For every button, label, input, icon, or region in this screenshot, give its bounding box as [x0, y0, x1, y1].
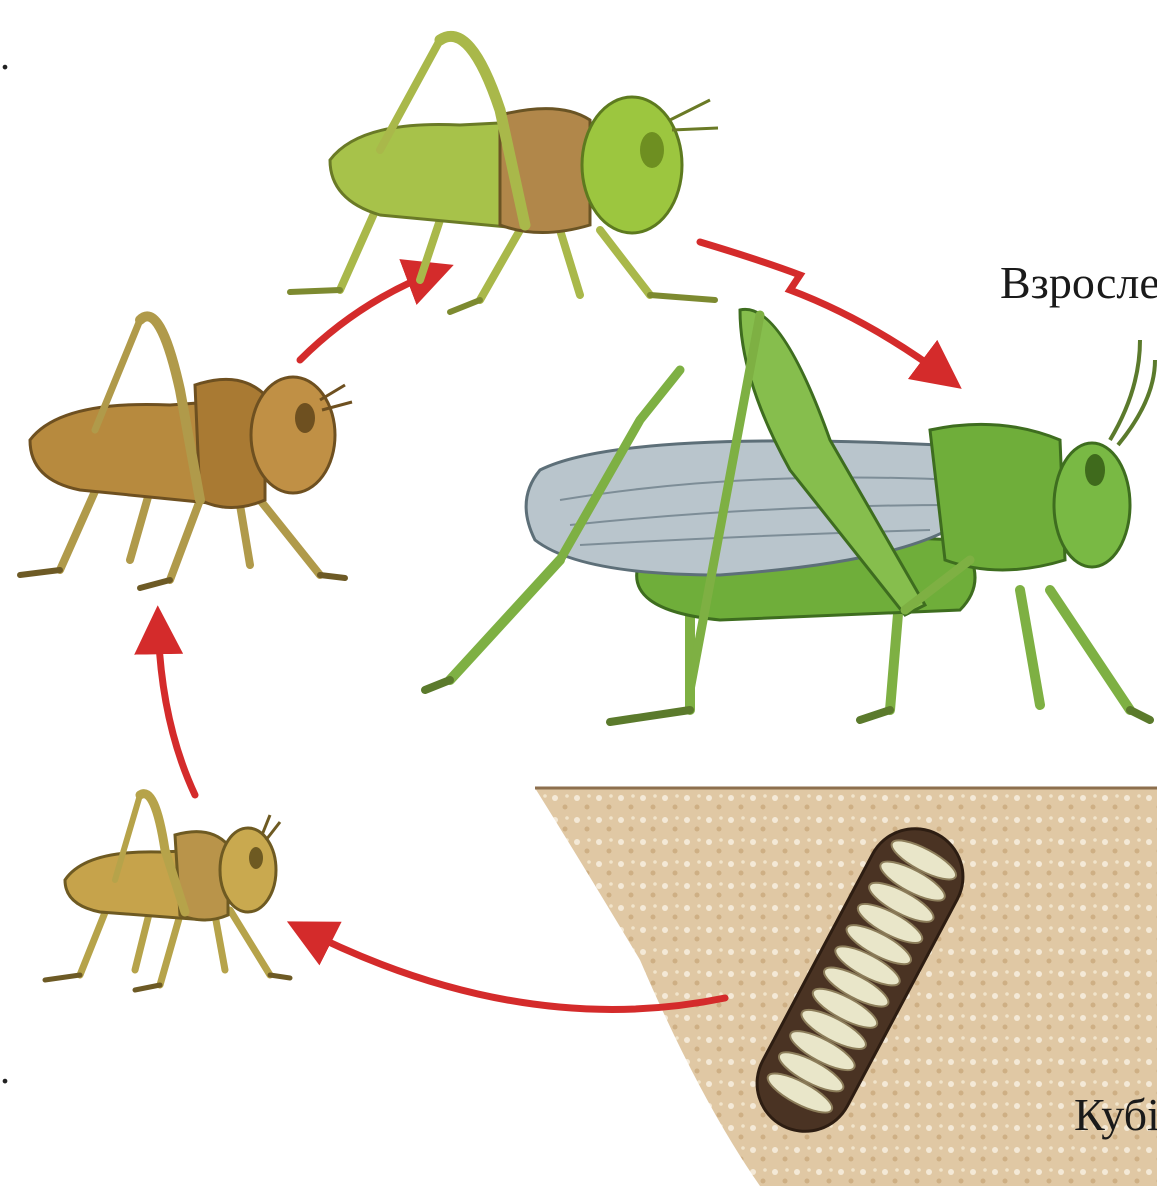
adult-grasshopper — [425, 309, 1155, 722]
label-eggs: Кубі — [1074, 1088, 1157, 1141]
edge-fragment-top: . — [0, 32, 10, 79]
late-nymph — [290, 36, 718, 312]
arrow-nymph1-to-nymph2 — [158, 620, 195, 795]
edge-fragment-bottom: . — [0, 1046, 10, 1093]
first-instar-nymph — [45, 794, 290, 990]
label-adult: Взросле — [1000, 256, 1157, 309]
arrow-nymph3-to-adult — [700, 242, 950, 380]
